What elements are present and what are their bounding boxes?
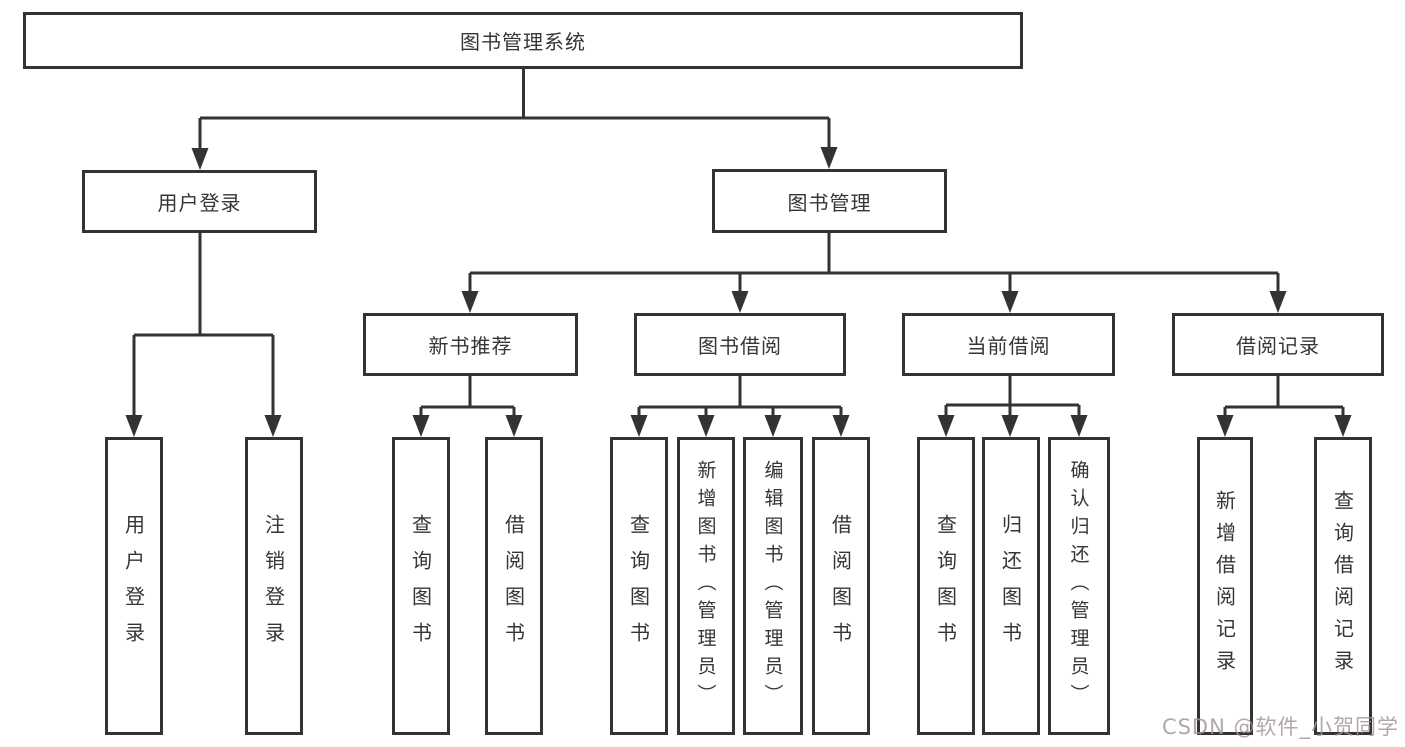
node-query-books-recommend: 查询图书 bbox=[392, 437, 450, 735]
node-borrow-books-recommend: 借阅图书 bbox=[485, 437, 543, 735]
node-current-borrowing: 当前借阅 bbox=[902, 313, 1115, 376]
node-edit-book-admin: 编辑图书（管理员） bbox=[743, 437, 803, 735]
node-book-borrowing: 图书借阅 bbox=[634, 313, 846, 376]
node-confirm-return-admin: 确认归还（管理员） bbox=[1048, 437, 1110, 735]
node-logout: 注销登录 bbox=[245, 437, 303, 735]
node-query-books-current: 查询图书 bbox=[917, 437, 975, 735]
node-return-books: 归还图书 bbox=[982, 437, 1040, 735]
node-library-management-system: 图书管理系统 bbox=[23, 12, 1023, 69]
node-borrowing-records: 借阅记录 bbox=[1172, 313, 1384, 376]
node-query-books-borrow: 查询图书 bbox=[610, 437, 668, 735]
node-query-borrow-record: 查询借阅记录 bbox=[1314, 437, 1372, 735]
node-add-borrow-record: 新增借阅记录 bbox=[1197, 437, 1253, 735]
node-user-login: 用户登录 bbox=[82, 170, 317, 233]
csdn-watermark: CSDN @软件_小贺同学 bbox=[1161, 715, 1399, 739]
node-borrow-books: 借阅图书 bbox=[812, 437, 870, 735]
node-new-book-recommendation: 新书推荐 bbox=[363, 313, 578, 376]
node-add-book-admin: 新增图书（管理员） bbox=[677, 437, 735, 735]
node-book-management: 图书管理 bbox=[712, 169, 947, 233]
node-user-login-leaf: 用户登录 bbox=[105, 437, 163, 735]
